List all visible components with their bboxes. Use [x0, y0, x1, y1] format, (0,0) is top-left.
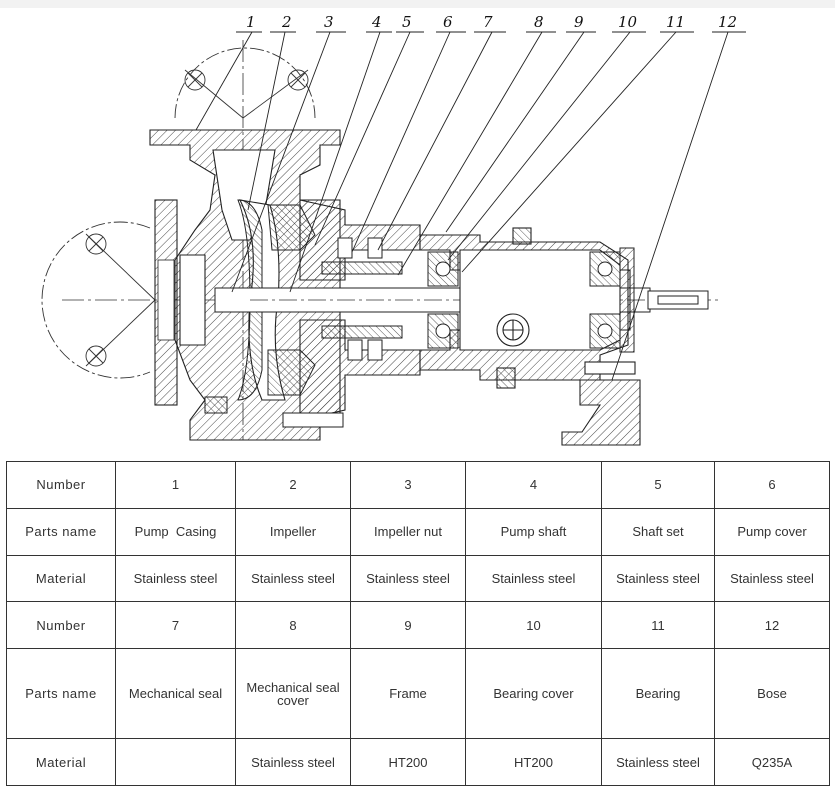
material-5: Stainless steel: [601, 554, 715, 603]
table-row: Parts name Pump Casing Impeller Impeller…: [6, 507, 830, 556]
material-1: Stainless steel: [115, 554, 236, 603]
callout-6: 6: [443, 13, 453, 31]
part-number-1: 1: [115, 461, 236, 509]
table-row: Parts name Mechanical seal Mechanical se…: [6, 647, 830, 740]
outlet-flange-bolt-circle: [174, 47, 316, 119]
row-header-parts-name: Parts name: [6, 507, 116, 556]
callout-1: 1: [246, 13, 256, 31]
table-row: Material Stainless steel HT200 HT200 Sta…: [6, 738, 830, 786]
bearing-cover: [619, 247, 635, 353]
callout-7: 7: [483, 13, 493, 31]
callout-9: 9: [574, 13, 584, 31]
part-name-11: Bearing: [601, 647, 715, 740]
inlet-bore: [157, 259, 175, 341]
top-margin-strip: [0, 0, 835, 8]
part-number-9: 9: [350, 601, 466, 649]
part-number-2: 2: [235, 461, 351, 509]
callout-8: 8: [534, 13, 544, 31]
part-number-11: 11: [601, 601, 715, 649]
callout-11: 11: [666, 13, 685, 31]
part-name-3: Impeller nut: [350, 507, 466, 556]
part-name-2: Impeller: [235, 507, 351, 556]
row-header-parts-name: Parts name: [6, 647, 116, 740]
part-name-4: Pump shaft: [465, 507, 602, 556]
mechanical-seal: [321, 237, 403, 361]
row-header-number: Number: [6, 461, 116, 509]
material-4: Stainless steel: [465, 554, 602, 603]
part-number-10: 10: [465, 601, 602, 649]
casing-bolts: [204, 396, 344, 428]
pump-sectional-drawing: 1 2 3 4 5 6 7 8 9 10 11 12: [41, 13, 746, 446]
part-number-6: 6: [714, 461, 830, 509]
part-name-8: Mechanical seal cover: [235, 647, 351, 740]
part-number-4: 4: [465, 461, 602, 509]
part-number-12: 12: [714, 601, 830, 649]
callout-5: 5: [402, 13, 412, 31]
part-name-9: Frame: [350, 647, 466, 740]
part-name-1: Pump Casing: [115, 507, 236, 556]
part-name-10: Bearing cover: [465, 647, 602, 740]
row-header-number: Number: [6, 601, 116, 649]
material-3: Stainless steel: [350, 554, 466, 603]
bearing-frame: [419, 227, 631, 389]
table-row: Material Stainless steel Stainless steel…: [6, 554, 830, 603]
table-row: Number 1 2 3 4 5 6: [6, 461, 830, 509]
material-12: Q235A: [714, 738, 830, 786]
material-11: Stainless steel: [601, 738, 715, 786]
material-10: HT200: [465, 738, 602, 786]
row-header-material: Material: [6, 738, 116, 786]
part-number-3: 3: [350, 461, 466, 509]
material-8: Stainless steel: [235, 738, 351, 786]
part-number-8: 8: [235, 601, 351, 649]
part-number-5: 5: [601, 461, 715, 509]
row-header-material: Material: [6, 554, 116, 603]
support-foot: [561, 361, 641, 446]
bearings: [427, 247, 635, 353]
callout-3: 3: [324, 13, 334, 31]
callout-4: 4: [371, 13, 382, 31]
part-name-7: Mechanical seal: [115, 647, 236, 740]
callout-12: 12: [718, 13, 737, 31]
part-name-5: Shaft set: [601, 507, 715, 556]
part-name-6: Pump cover: [714, 507, 830, 556]
inlet-flange-bolt-circle: [41, 221, 156, 379]
material-2: Stainless steel: [235, 554, 351, 603]
material-6: Stainless steel: [714, 554, 830, 603]
material-9: HT200: [350, 738, 466, 786]
callout-2: 2: [281, 13, 292, 31]
table-row: Number 7 8 9 10 11 12: [6, 601, 830, 649]
part-name-12: Bose: [714, 647, 830, 740]
parts-spec-table: Number 1 2 3 4 5 6 Parts name Pump Casin…: [6, 461, 830, 786]
material-7: [115, 738, 236, 786]
leader-lines: [195, 31, 746, 381]
part-number-7: 7: [115, 601, 236, 649]
callout-10: 10: [618, 13, 638, 31]
